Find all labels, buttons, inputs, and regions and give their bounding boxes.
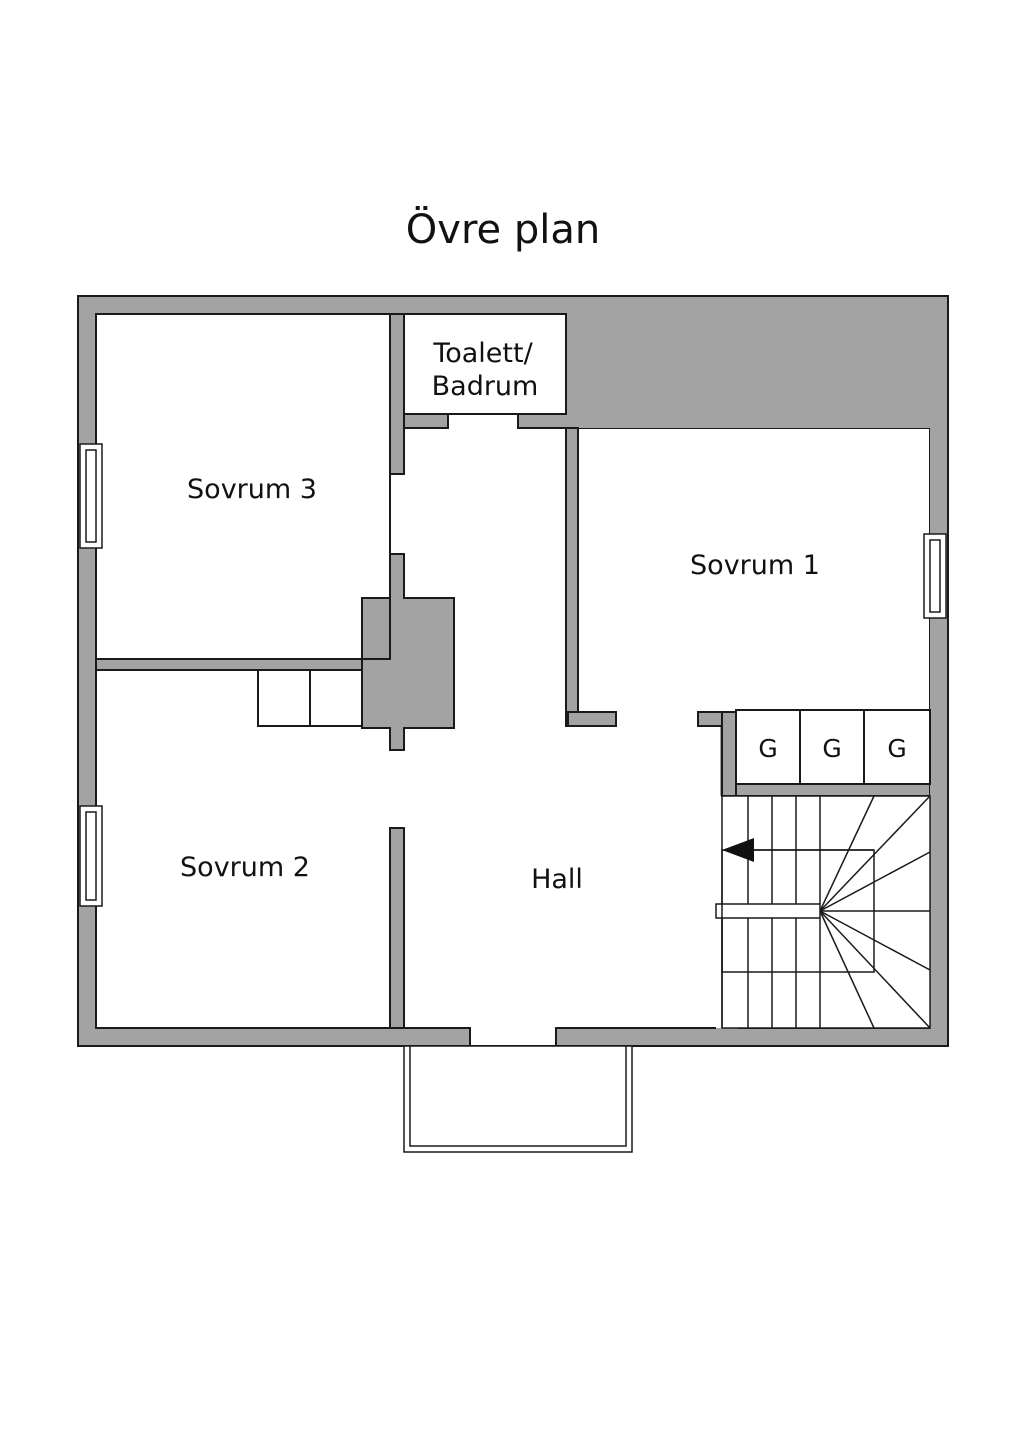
window-sovrum3 xyxy=(79,443,103,549)
window-sovrum2 xyxy=(79,805,103,907)
room-label-sovrum1: Sovrum 1 xyxy=(690,550,820,581)
window-sovrum1 xyxy=(923,533,947,619)
balcony xyxy=(403,1045,633,1153)
plan-title: Övre plan xyxy=(406,205,600,253)
closets: G G G xyxy=(735,709,931,785)
closet-label: G xyxy=(822,734,841,763)
room-label-sovrum2: Sovrum 2 xyxy=(180,852,310,883)
built-in-cabinet xyxy=(257,669,363,727)
closet-label: G xyxy=(758,734,777,763)
room-label-sovrum3: Sovrum 3 xyxy=(187,474,317,505)
room-label-toilet: Toalett/ xyxy=(432,338,533,369)
floor-areas xyxy=(96,314,930,1048)
room-label-hall: Hall xyxy=(531,864,583,895)
room-label-toilet: Badrum xyxy=(432,371,539,402)
stair-direction-arrow xyxy=(722,838,754,862)
staircase xyxy=(715,795,931,1029)
closet-label: G xyxy=(887,734,906,763)
